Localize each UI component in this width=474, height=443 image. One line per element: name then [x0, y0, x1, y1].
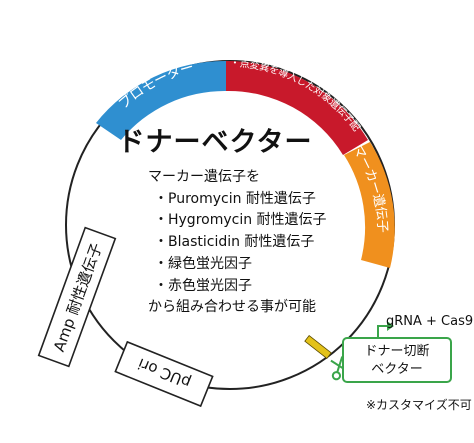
- desc-outro: から組み合わせる事が可能: [148, 299, 316, 316]
- non-customizable-note: ※カスタマイズ不可: [366, 398, 472, 412]
- box-line-2: ベクター: [371, 362, 423, 377]
- grna-cas9-label: gRNA + Cas9: [386, 314, 474, 329]
- grna-arrowhead-icon: [387, 321, 394, 331]
- donor-cut-vector-box: ドナー切断 ベクター: [342, 337, 452, 383]
- list-item: ・Hygromycin 耐性遺伝子: [154, 212, 327, 229]
- mutation-segment: [226, 60, 368, 156]
- cut-site-marker: [304, 335, 332, 359]
- amp-resistance-segment: Amp 耐性遺伝子: [37, 226, 117, 368]
- list-item: ・Puromycin 耐性遺伝子: [154, 190, 316, 207]
- promoter-segment: [96, 60, 226, 140]
- puc-ori-segment: pUC ori: [114, 340, 214, 408]
- desc-intro: マーカー遺伝子を: [148, 169, 260, 185]
- marker-segment: [344, 142, 395, 268]
- list-item: ・緑色蛍光因子: [154, 255, 252, 272]
- box-line-1: ドナー切断: [364, 344, 430, 359]
- grna-arrow-icon: [377, 325, 387, 337]
- list-item: ・Blasticidin 耐性遺伝子: [154, 234, 315, 251]
- marker-description: マーカー遺伝子を ・Puromycin 耐性遺伝子 ・Hygromycin 耐性…: [148, 167, 327, 319]
- list-item: ・赤色蛍光因子: [154, 277, 252, 294]
- vector-title: ドナーベクター: [117, 127, 313, 158]
